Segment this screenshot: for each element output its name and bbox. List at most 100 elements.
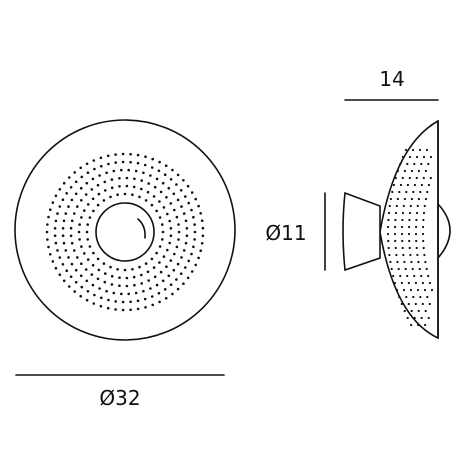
perforation-dot: [85, 279, 89, 283]
perforation-dot: [100, 296, 103, 300]
side-perforation-dot: [420, 274, 423, 278]
perforation-dot: [176, 262, 180, 266]
side-perforation-dot: [398, 190, 401, 194]
perforation-dot: [54, 194, 58, 198]
side-perforation-dot: [404, 267, 407, 271]
perforation-dot: [179, 189, 183, 192]
perforation-dot: [153, 275, 157, 279]
perforation-dot: [140, 273, 143, 277]
perforation-dot: [172, 268, 176, 272]
side-perforation-dot: [408, 211, 412, 215]
perforation-dot: [150, 203, 154, 207]
perforation-dot: [74, 192, 78, 196]
perforation-dot: [109, 195, 112, 199]
perforation-dot: [149, 287, 152, 290]
perforation-dot: [184, 241, 188, 245]
perforation-dot: [155, 209, 158, 213]
perforation-dot: [125, 276, 129, 280]
side-perforation-dot: [395, 204, 398, 208]
side-perforation-dot: [393, 281, 396, 285]
perforation-dot: [73, 249, 76, 252]
perforation-dot: [106, 306, 110, 310]
side-perforation-dot: [420, 162, 423, 166]
side-perforation-dot: [394, 239, 397, 243]
perforation-dot: [161, 181, 165, 185]
perforation-dot: [77, 230, 81, 234]
outer-disc-outline: [14, 119, 236, 341]
perforation-dot: [158, 261, 161, 264]
side-perforation-dot: [403, 309, 406, 313]
side-perforation-dot: [422, 155, 426, 159]
perforation-dot: [112, 291, 116, 295]
perforation-dot: [80, 245, 83, 248]
perforation-dot: [83, 252, 86, 255]
side-perforation-dot: [427, 162, 430, 166]
perforation-dot: [120, 292, 123, 296]
side-perforation-dot: [401, 225, 404, 229]
side-perforation-dot: [426, 190, 429, 194]
perforation-dot: [114, 161, 117, 164]
side-perforation-dot: [403, 169, 406, 173]
side-perforation-dot: [416, 204, 419, 208]
side-perforation-dot: [418, 267, 421, 271]
perforation-dot: [131, 193, 134, 196]
side-perforation-dot: [422, 211, 426, 215]
side-perforation-dot: [409, 288, 413, 292]
perforation-dot: [67, 176, 71, 179]
perforation-dot: [140, 179, 143, 182]
perforation-dot: [78, 223, 81, 226]
perforation-dot: [109, 265, 112, 269]
side-perforation-dot: [409, 204, 412, 208]
perforation-dot: [46, 238, 49, 241]
side-perforation-dot: [417, 260, 420, 264]
side-perforation-dot: [408, 176, 411, 180]
side-perforation-dot: [426, 295, 429, 299]
perforation-dot: [96, 203, 100, 207]
perforation-dot: [175, 215, 179, 219]
side-perforation-dot: [410, 197, 413, 201]
knob-highlight: [137, 218, 146, 239]
perforation-dot: [175, 245, 179, 249]
perforation-dot: [134, 169, 138, 173]
perforation-dot: [179, 272, 183, 276]
side-perforation-dot: [415, 239, 418, 243]
side-perforation-dot: [423, 204, 426, 208]
perforation-dot: [182, 179, 185, 182]
perforation-dot: [184, 266, 187, 269]
perforation-dot: [73, 171, 76, 174]
side-perforation-dot: [427, 274, 430, 278]
perforation-dot: [158, 216, 162, 219]
side-perforation-dot: [388, 253, 391, 257]
side-perforation-dot: [386, 232, 390, 236]
side-perforation-dot: [401, 218, 404, 222]
perforation-dot: [114, 308, 117, 311]
perforation-dot: [67, 256, 70, 259]
perforation-dot: [45, 230, 49, 234]
perforation-dot: [155, 283, 159, 287]
perforation-dot: [152, 266, 156, 269]
perforation-dot: [180, 205, 183, 208]
perforation-dot: [158, 160, 161, 164]
perforation-dot: [132, 185, 136, 189]
side-perforation-dot: [420, 316, 423, 320]
perforation-dot: [152, 195, 156, 198]
perforation-dot: [150, 166, 154, 169]
perforation-dot: [169, 227, 173, 230]
perforation-dot: [176, 198, 180, 202]
side-perforation-dot: [410, 260, 413, 264]
side-perforation-dot: [387, 211, 391, 215]
side-perforation-dot: [419, 295, 422, 299]
perforation-dot: [58, 256, 62, 259]
side-perforation-dot: [407, 232, 411, 236]
perforation-dot: [171, 292, 174, 296]
side-perforation-dot: [410, 323, 413, 327]
perforation-dot: [161, 223, 164, 226]
perforation-dot: [69, 186, 73, 189]
side-perforation-dot: [397, 267, 400, 271]
perforation-dot: [104, 189, 107, 192]
side-perforation-dot: [412, 190, 415, 194]
perforation-dot: [88, 216, 92, 219]
side-perforation-dot: [407, 302, 410, 306]
perforation-dot: [80, 262, 83, 266]
perforation-dot: [51, 201, 55, 204]
